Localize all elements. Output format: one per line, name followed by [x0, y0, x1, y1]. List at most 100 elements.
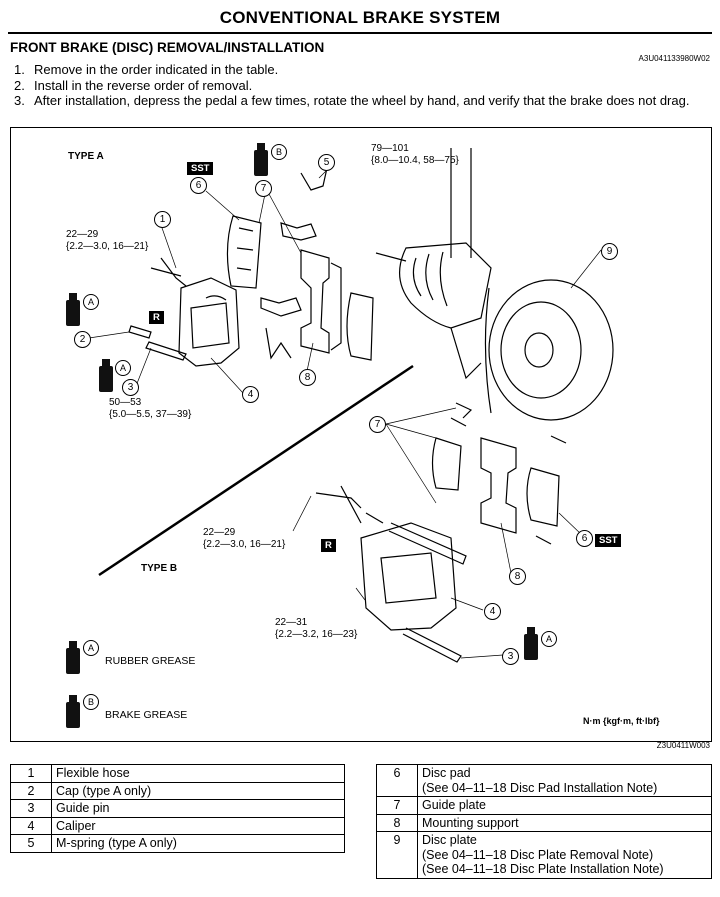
spring-clip-drawing	[265, 327, 292, 360]
type-divider-line	[98, 364, 414, 577]
cap-drawing	[128, 325, 152, 339]
callout-9: 9	[601, 243, 618, 260]
step-number: 1.	[14, 62, 25, 77]
step-text: After installation, depress the pedal a …	[34, 93, 690, 108]
part-name: Caliper	[51, 816, 345, 835]
rubber-grease-can-icon	[99, 359, 113, 392]
flexible-hose-b-drawing	[315, 485, 362, 524]
grease-a-letter: A	[115, 360, 131, 376]
part-number: 5	[10, 834, 52, 853]
callout-7-b: 7	[369, 416, 386, 433]
part-number: 9	[376, 831, 418, 879]
step-item: 1. Remove in the order indicated in the t…	[14, 62, 714, 78]
grease-b-letter: B	[83, 694, 99, 710]
brake-drawing	[88, 148, 614, 663]
mounting-support-b-drawing	[480, 437, 517, 534]
brake-grease-legend-icon	[66, 695, 80, 728]
torque-spec-1: 79—101{8.0—10.4, 58—75}	[371, 143, 459, 166]
rubber-grease-can-icon	[524, 627, 538, 660]
procedure-steps: 1. Remove in the order indicated in the t…	[14, 62, 714, 109]
rubber-grease-legend-icon	[66, 641, 80, 674]
sst-tag-a: SST	[187, 162, 214, 175]
sst-tag-b: SST	[595, 534, 622, 547]
callout-8-a: 8	[299, 369, 316, 386]
part-name: M-spring (type A only)	[51, 834, 345, 853]
mounting-support-a-drawing	[300, 249, 342, 354]
units-note: N·m {kgf·m, ft·lbf}	[583, 716, 660, 726]
rubber-grease-label: RUBBER GREASE	[105, 655, 196, 667]
part-number: 3	[10, 799, 52, 818]
part-number: 4	[10, 816, 52, 835]
page-title: CONVENTIONAL BRAKE SYSTEM	[219, 8, 501, 27]
part-name: Mounting support	[417, 813, 712, 832]
part-name: Disc plate(See 04–11–18 Disc Plate Remov…	[417, 831, 712, 879]
flexible-hose-a-drawing	[150, 257, 187, 287]
grease-b-letter: B	[271, 144, 287, 160]
torque-spec-3: 50—53{5.0—5.5, 37—39}	[109, 397, 192, 420]
grease-a-letter: A	[83, 640, 99, 656]
r-mark-b: R	[321, 539, 336, 552]
step-number: 2.	[14, 77, 25, 93]
disc-pad-b-drawing	[431, 437, 560, 527]
part-number: 7	[376, 796, 418, 815]
guide-plate-a1-drawing	[280, 222, 317, 241]
callout-3-b: 3	[502, 648, 519, 665]
part-number: 6	[376, 764, 418, 797]
grease-a-letter: A	[83, 294, 99, 310]
part-name: Disc pad(See 04–11–18 Disc Pad Installat…	[417, 764, 712, 797]
callout-1: 1	[154, 211, 171, 228]
type-b-label: TYPE B	[141, 563, 178, 574]
guide-plate-a2-drawing	[260, 297, 302, 317]
step-text: Install in the reverse order of removal.	[34, 77, 253, 93]
section-heading: FRONT BRAKE (DISC) REMOVAL/INSTALLATION	[10, 40, 325, 55]
document-code: A3U041133980W02	[638, 54, 710, 63]
step-item: 3. After installation, depress the pedal …	[14, 93, 714, 109]
part-name: Cap (type A only)	[51, 781, 345, 800]
part-number: 1	[10, 764, 52, 783]
leader-lines	[88, 169, 602, 659]
callout-5: 5	[318, 154, 335, 171]
brake-grease-can-icon	[254, 143, 268, 176]
step-text: Remove in the order indicated in the tab…	[34, 62, 279, 77]
guide-pin-a-drawing	[145, 341, 187, 361]
figure-code: Z3U0411W003	[656, 741, 710, 750]
grease-a-letter: A	[541, 631, 557, 647]
exploded-view-figure: TYPE A TYPE B SST SST R R 79—101{8.0—10.…	[10, 127, 712, 742]
torque-spec-2: 22—29{2.2—3.0, 16—21}	[66, 229, 149, 252]
rubber-grease-can-icon	[66, 293, 80, 326]
callout-6-b: 6	[576, 530, 593, 547]
disc-pad-outer-a-drawing	[346, 292, 374, 361]
torque-spec-4: 22—29{2.2—3.0, 16—21}	[203, 527, 286, 550]
caliper-b-drawing	[360, 522, 467, 663]
step-number: 3.	[14, 93, 25, 108]
caliper-a-drawing	[178, 277, 240, 367]
disc-pad-a-drawing	[226, 215, 262, 289]
bolt-b-drawing	[365, 512, 384, 524]
callout-6-a: 6	[190, 177, 207, 194]
part-number: 8	[376, 813, 418, 832]
brake-grease-label: BRAKE GREASE	[105, 709, 188, 721]
part-name: Guide pin	[51, 799, 345, 818]
disc-plate-drawing	[484, 279, 614, 421]
part-name: Flexible hose	[51, 764, 345, 783]
callout-2: 2	[74, 331, 91, 348]
torque-spec-5: 22—31{2.2—3.2, 16—23}	[275, 617, 358, 640]
r-mark-a: R	[149, 311, 164, 324]
callout-8-b: 8	[509, 568, 526, 585]
callout-3-a: 3	[122, 379, 139, 396]
knuckle-drawing	[375, 148, 492, 380]
type-a-label: TYPE A	[68, 151, 104, 162]
title-divider	[8, 32, 712, 34]
callout-4-b: 4	[484, 603, 501, 620]
guide-plate-b-drawing	[450, 402, 567, 545]
